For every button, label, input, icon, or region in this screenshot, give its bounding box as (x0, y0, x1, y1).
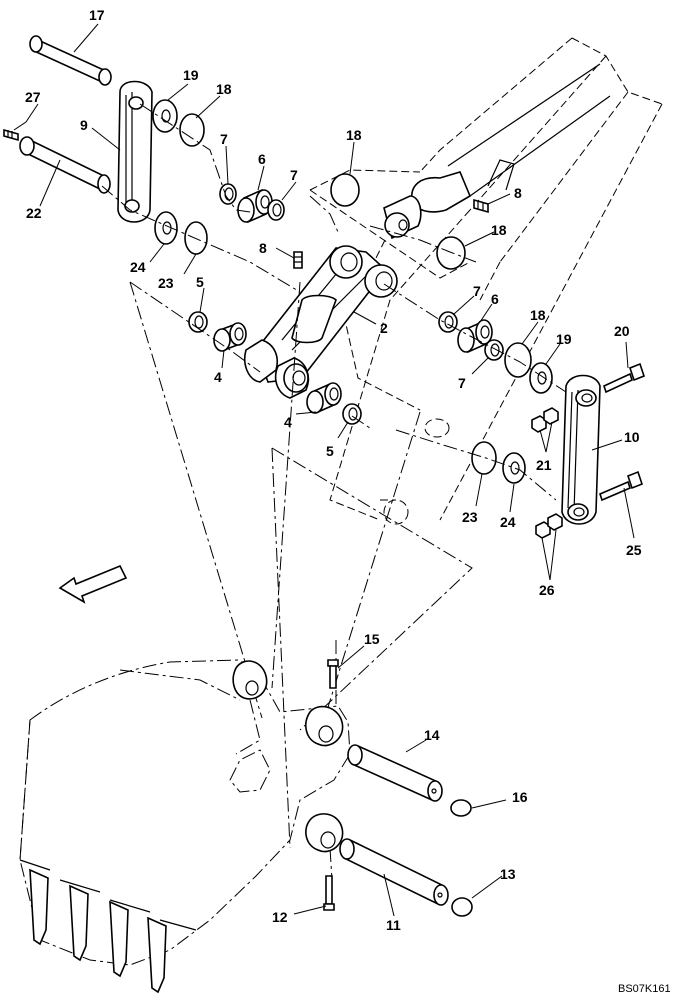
callout-20: 20 (614, 323, 630, 339)
callout-21: 21 (536, 457, 552, 473)
callout-7-a: 7 (220, 131, 228, 147)
link-9 (117, 80, 153, 223)
callout-27: 27 (25, 89, 41, 105)
callout-23-right: 23 (462, 509, 478, 525)
callout-14: 14 (424, 727, 440, 743)
link-10 (561, 374, 601, 525)
callout-18-upper: 18 (346, 127, 362, 143)
callout-4-left: 4 (214, 369, 222, 385)
bolt-20 (603, 362, 645, 394)
callout-18-cylinder: 18 (491, 222, 507, 238)
bolt-12 (323, 875, 335, 911)
bucket-cylinder-rod (383, 63, 611, 240)
shim-24-left (154, 211, 178, 245)
callout-12: 12 (272, 909, 288, 925)
bushing-4-left (213, 322, 247, 352)
callout-7-b: 7 (290, 167, 298, 183)
o-ring-18-cylinder (436, 236, 466, 270)
callout-11: 11 (386, 917, 401, 933)
callout-25: 25 (626, 542, 642, 558)
callout-7-c: 7 (473, 283, 481, 299)
seal-7-upper-left (219, 183, 237, 205)
callout-4-right: 4 (284, 414, 292, 430)
seal-5-right (342, 403, 362, 425)
seal-7-right-upper (438, 311, 458, 333)
callout-8-lower: 8 (259, 240, 267, 256)
callout-8-upper: 8 (514, 185, 522, 201)
shim-24-right (502, 452, 526, 484)
lock-ring-16 (450, 799, 472, 817)
pin-22 (19, 136, 111, 194)
callout-18-left: 18 (216, 81, 232, 97)
bolt-25 (599, 470, 643, 502)
pin-17 (29, 35, 112, 86)
bushing-6-right (457, 319, 493, 354)
callout-6-right: 6 (491, 291, 499, 307)
callout-18-right: 18 (530, 307, 546, 323)
shim-19-left (152, 99, 178, 133)
drawing-code: BS07K161 (618, 983, 671, 995)
seal-5-left (188, 311, 208, 333)
callout-19-right: 19 (556, 331, 572, 347)
pin-11 (339, 838, 449, 906)
callout-9: 9 (80, 117, 88, 133)
bushing-6-upper (237, 188, 273, 224)
callout-labels: 17 27 9 22 19 18 24 23 7 6 7 8 18 8 18 5… (25, 7, 642, 933)
callout-15: 15 (364, 631, 380, 647)
callout-5-right: 5 (326, 443, 334, 459)
shim-19-right (529, 362, 553, 394)
o-ring-23-left (184, 221, 208, 255)
pin-14 (347, 744, 443, 802)
callout-7-d: 7 (458, 375, 466, 391)
o-ring-18-right (504, 342, 532, 378)
o-ring-23-right (471, 441, 497, 475)
callout-6-upper: 6 (258, 151, 266, 167)
grease-fitting-8-lower (293, 251, 303, 269)
nuts-26 (535, 513, 563, 539)
lock-ring-13 (451, 897, 473, 917)
callout-23-left: 23 (158, 275, 174, 291)
nuts-21 (531, 407, 559, 433)
bushing-4-right (306, 382, 342, 414)
grease-fitting-8-upper (473, 198, 489, 214)
seal-7-right-lower (484, 339, 504, 361)
callout-16: 16 (512, 789, 528, 805)
direction-arrow (58, 564, 128, 604)
o-ring-18-left (179, 113, 205, 147)
assembly-centerlines (101, 103, 567, 881)
leader-lines (13, 23, 635, 917)
callout-24-left: 24 (130, 259, 146, 275)
bucket (19, 659, 351, 994)
grease-fitting-27 (3, 128, 19, 142)
bolt-15 (327, 659, 339, 689)
callout-19-upper: 19 (183, 67, 199, 83)
callout-13: 13 (500, 866, 516, 882)
link-2 (244, 245, 398, 399)
callout-10: 10 (624, 429, 640, 445)
o-ring-18-upper (330, 173, 360, 207)
callout-2: 2 (380, 320, 388, 336)
callout-5-left: 5 (196, 274, 204, 290)
arm-outline (309, 37, 663, 525)
callout-26: 26 (539, 582, 555, 598)
callout-22: 22 (26, 205, 42, 221)
callout-24-right: 24 (500, 514, 516, 530)
callout-17: 17 (89, 7, 105, 23)
